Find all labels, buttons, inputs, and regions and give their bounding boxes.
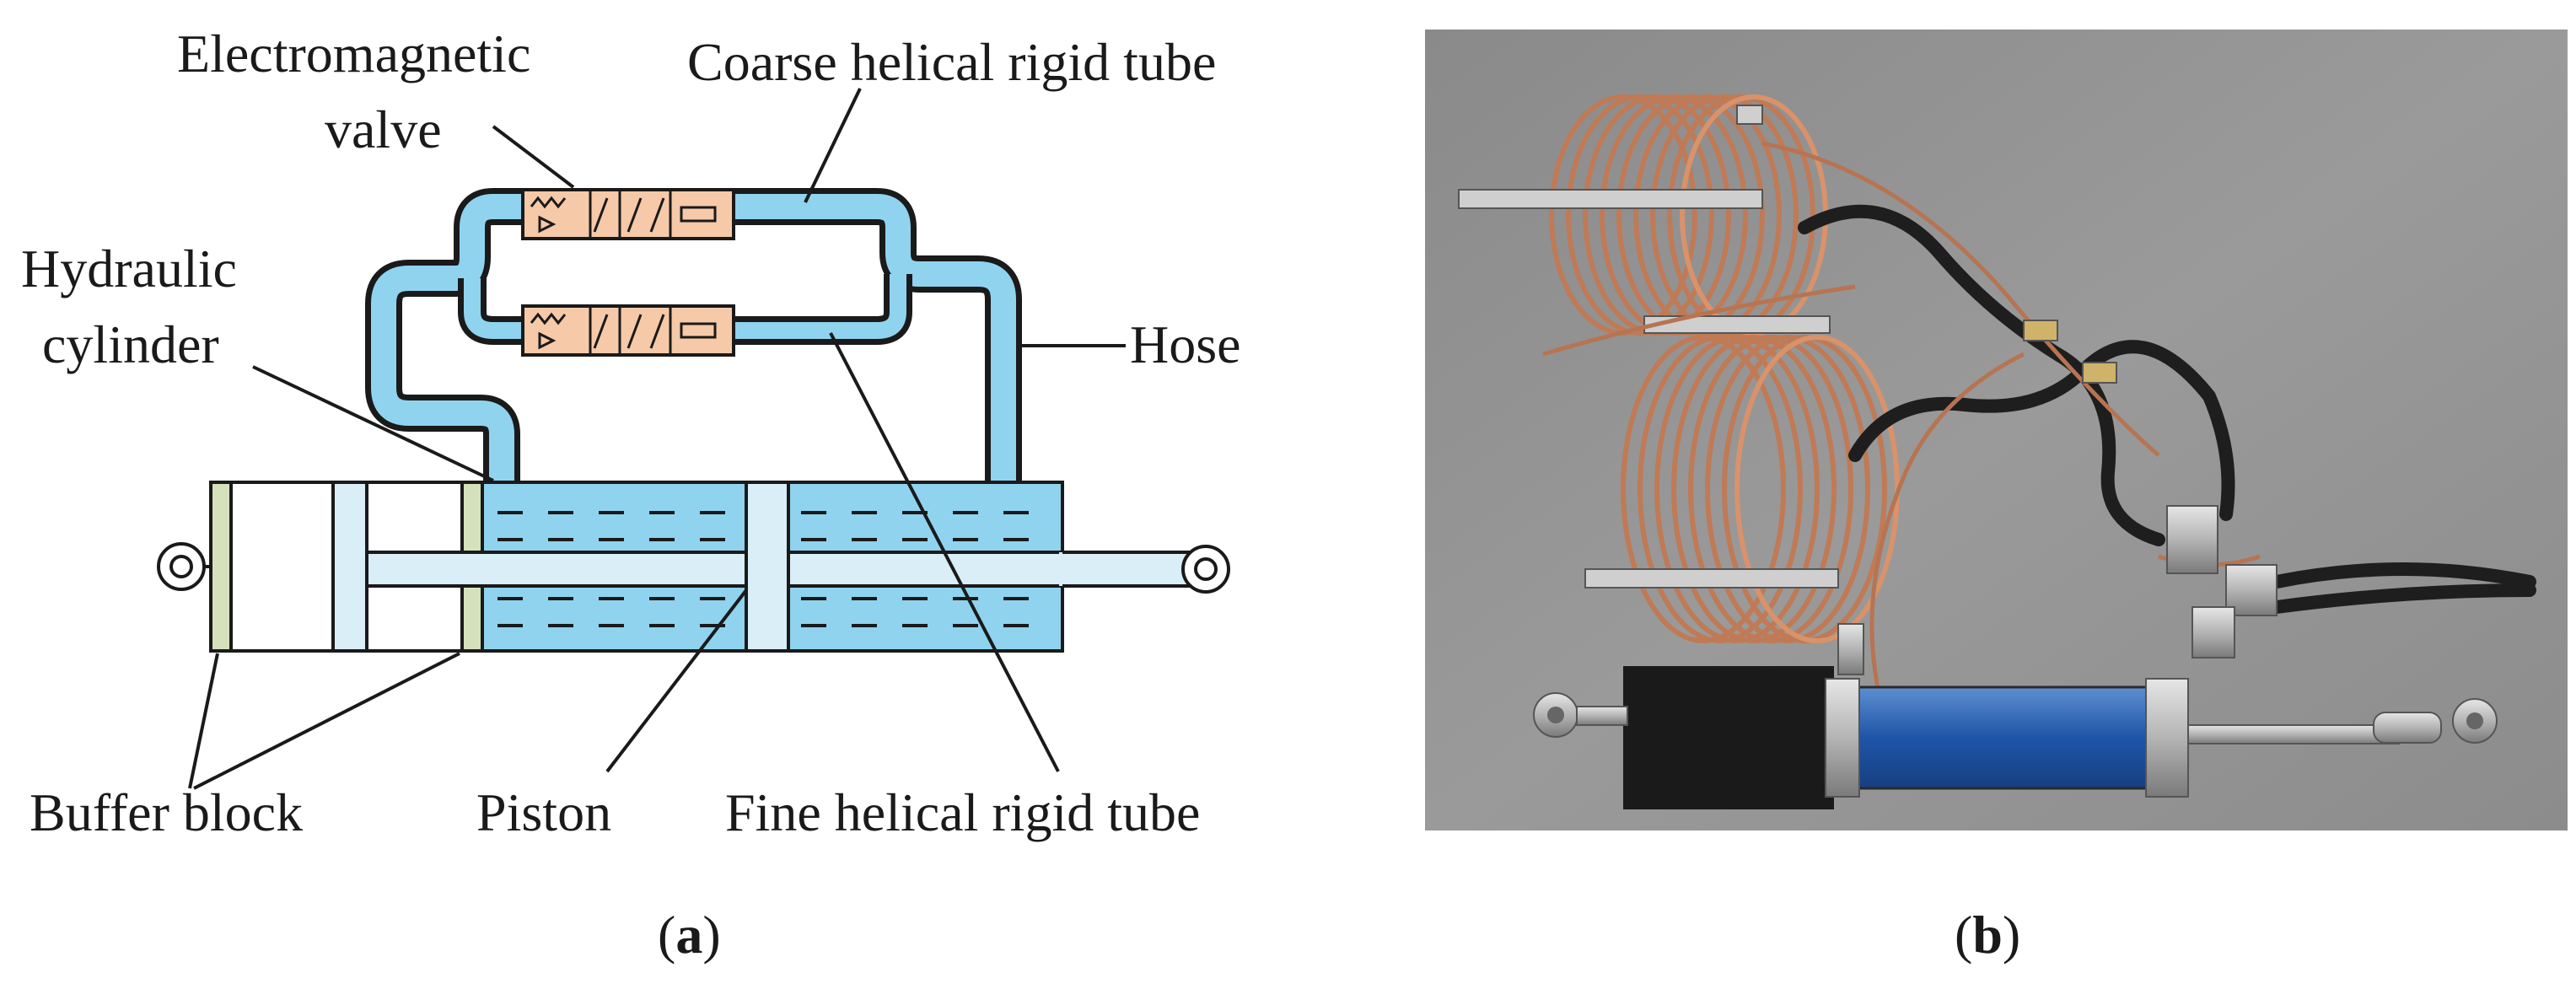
fittings [1837, 320, 2278, 675]
label-electromagnetic-valve-line1: Electromagnetic [177, 24, 530, 83]
leader-lines [188, 88, 1126, 790]
cylinder-rod [2187, 724, 2400, 744]
label-hose: Hose [1130, 314, 1241, 374]
blue-cylinder [1824, 685, 2181, 790]
label-piston: Piston [476, 782, 611, 842]
panel-a: Electromagnetic valve Coarse helical rig… [21, 24, 1241, 965]
valve-lower [521, 304, 735, 357]
caption-a-letter: a [675, 905, 702, 965]
label-electromagnetic-valve-line2: valve [325, 99, 442, 159]
valve-upper [521, 188, 735, 240]
caption-a: (a) [658, 905, 721, 965]
right-eye [1181, 545, 1230, 594]
caption-b-letter: b [1972, 905, 2003, 965]
caption-b: (b) [1955, 905, 2020, 965]
copper-coil-lower [1621, 335, 1900, 643]
cylinder-gland [331, 481, 368, 653]
coil-bracket-upper [1458, 189, 1763, 209]
piston [745, 481, 790, 653]
coil-bracket-lower [1584, 568, 1839, 589]
buffer-block-left [209, 481, 233, 653]
label-coarse-helical-rigid-tube: Coarse helical rigid tube [687, 32, 1216, 92]
left-eye [157, 542, 212, 591]
label-buffer-block: Buffer block [30, 782, 303, 842]
label-hydraulic-line1: Hydraulic [21, 239, 237, 298]
fluid-dashes [497, 511, 1029, 627]
label-hydraulic-line2: cylinder [42, 314, 219, 374]
hydraulic-cylinder [209, 481, 1199, 653]
panel-b: (b) [1425, 30, 2568, 965]
label-fine-helical-rigid-tube: Fine helical rigid tube [725, 782, 1200, 842]
black-housing [1623, 666, 1834, 809]
